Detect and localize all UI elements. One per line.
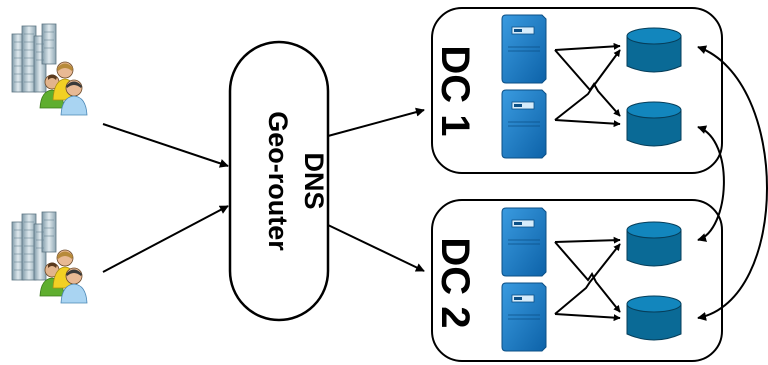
dc2-server-1-icon: [501, 207, 547, 277]
arrow-router-to-dc1: [327, 107, 425, 137]
replication-dc1db2-dc2db1: [697, 125, 725, 242]
user-group-top-icon: [11, 23, 88, 116]
dc1-server-1-icon: [501, 14, 547, 84]
router-label-dns: DNS: [299, 152, 329, 209]
arrow-users-top-to-router: [102, 123, 229, 168]
dc1-label: DC 1: [433, 45, 477, 136]
dc2-database-2-icon: [626, 295, 682, 341]
dc2-server-2-icon: [501, 282, 547, 352]
arrow-users-bottom-to-router: [102, 205, 229, 273]
router-label-georouter: Geo-router: [263, 111, 293, 251]
dc2-label: DC 2: [433, 237, 477, 328]
dc2-server-db-links: [554, 236, 621, 322]
dc1-database-2-icon: [626, 101, 682, 147]
arrow-router-to-dc2: [327, 224, 425, 272]
dc1-server-db-links: [554, 42, 621, 128]
user-group-bottom-icon: [11, 211, 88, 304]
dc2-database-1-icon: [626, 221, 682, 267]
dc1-database-1-icon: [626, 27, 682, 73]
dns-geo-router-node: [228, 40, 330, 322]
dc1-server-2-icon: [501, 89, 547, 159]
replication-dc1db1-dc2db2: [697, 45, 768, 321]
